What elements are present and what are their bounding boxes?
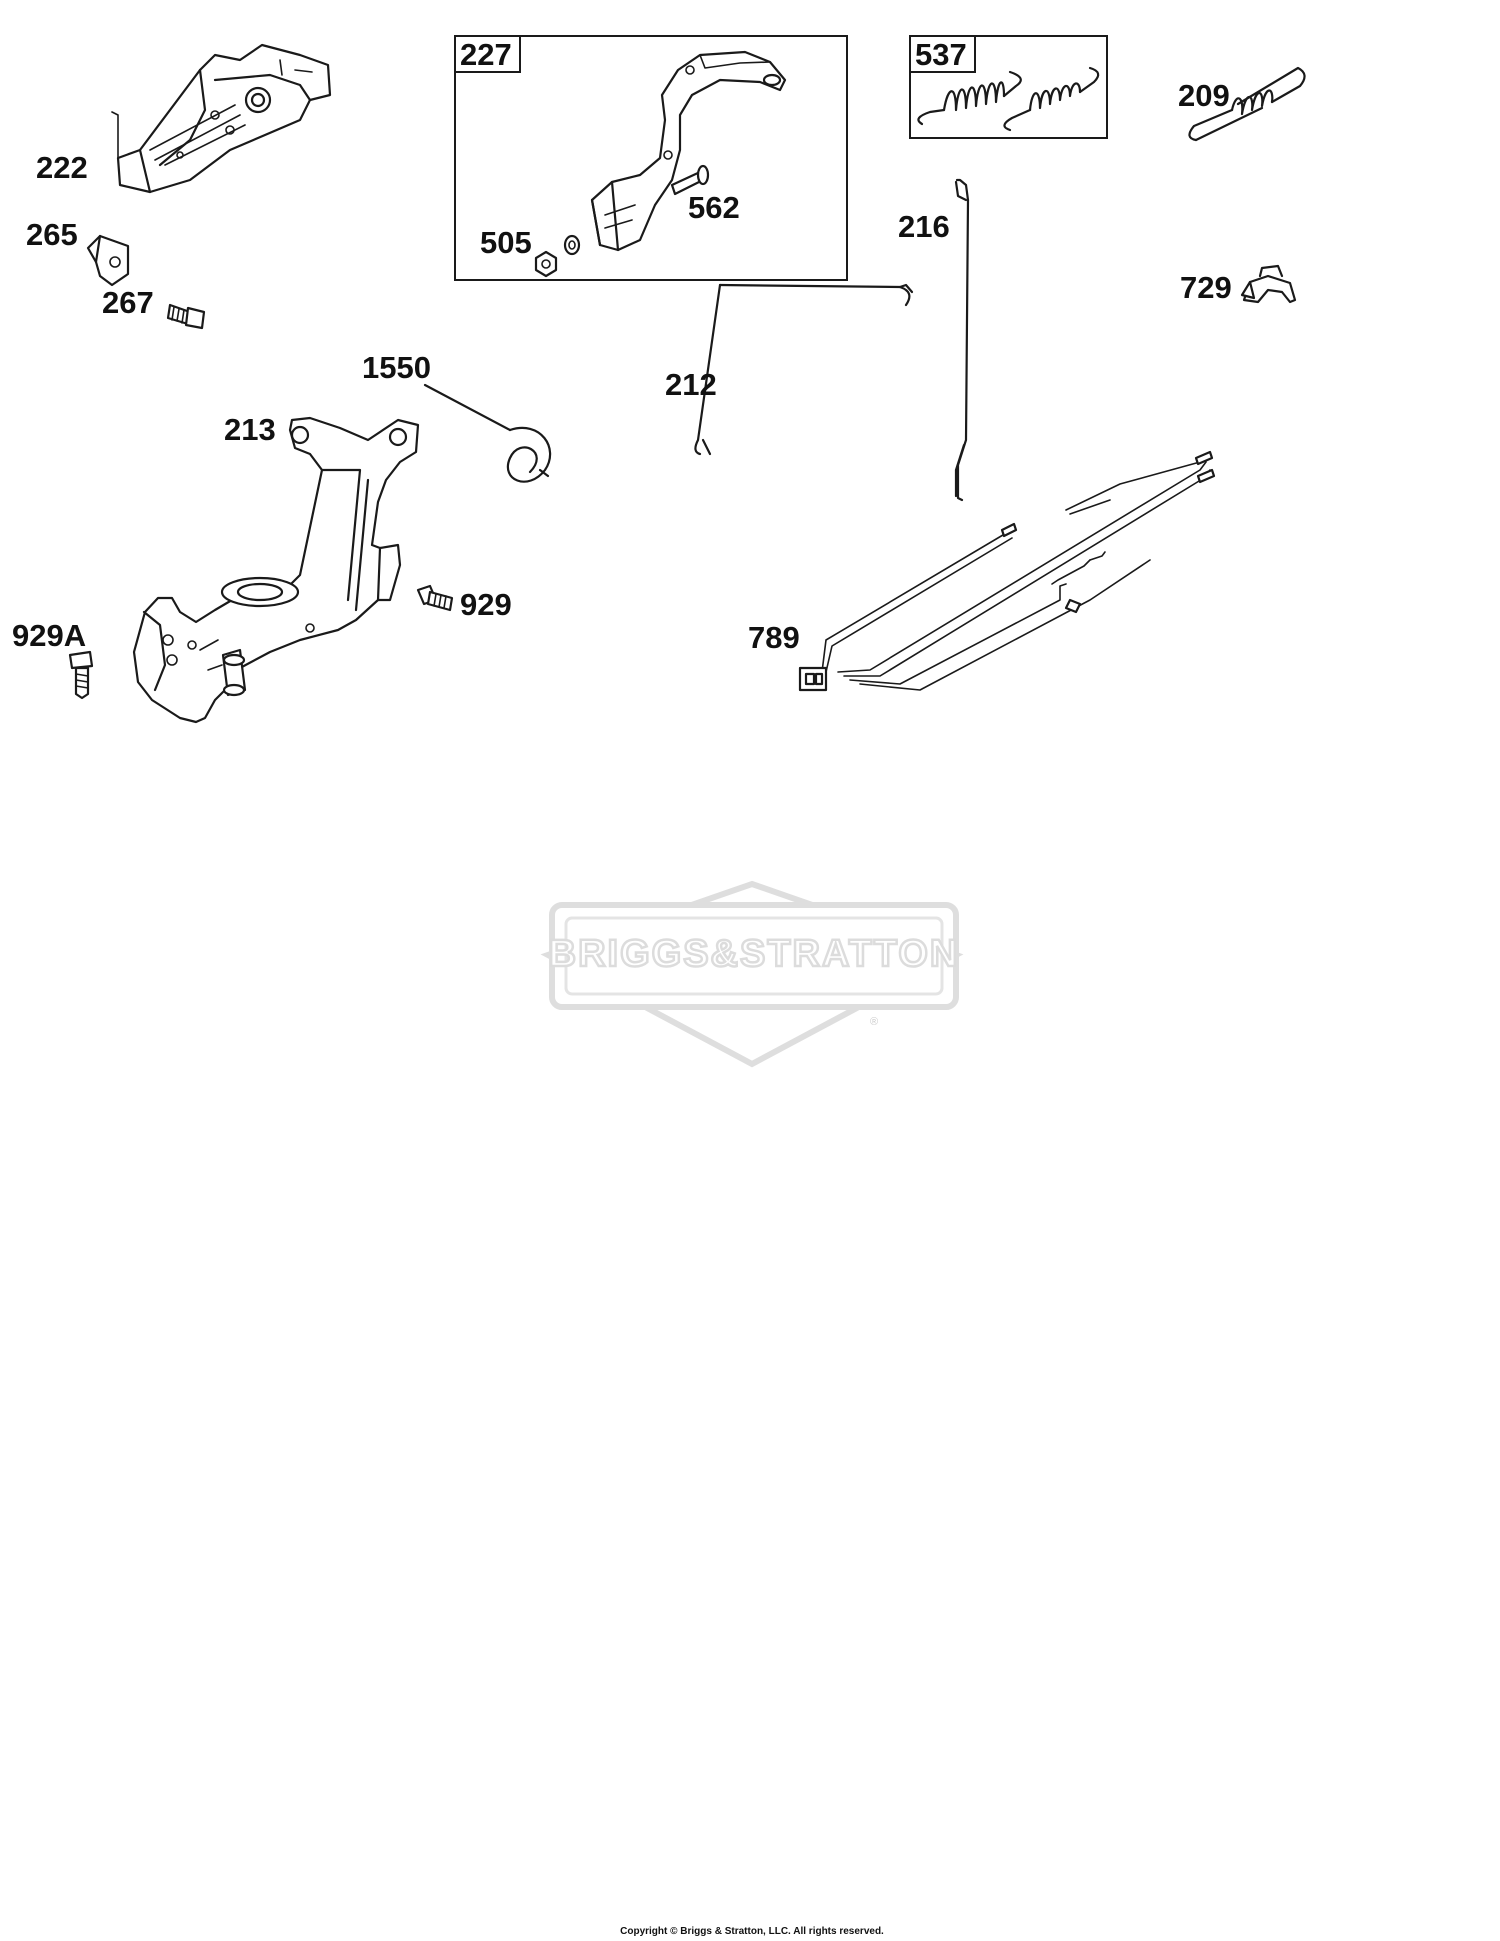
part-789-drawing[interactable] <box>798 450 1216 692</box>
part-227-tag <box>454 35 521 73</box>
part-label-209[interactable]: 209 <box>1178 78 1230 113</box>
part-label-213[interactable]: 213 <box>224 412 276 447</box>
part-929-drawing[interactable] <box>416 584 454 612</box>
part-label-267[interactable]: 267 <box>102 285 154 320</box>
watermark-registered-mark: ® <box>870 1016 878 1028</box>
part-222-drawing[interactable] <box>111 43 332 194</box>
part-562-pin-drawing[interactable] <box>670 164 710 196</box>
watermark-text: BRIGGS&STRATTON <box>549 933 960 975</box>
part-label-505[interactable]: 505 <box>480 225 532 260</box>
part-227-lever-drawing[interactable] <box>590 50 787 252</box>
part-1550-drawing[interactable] <box>423 383 552 483</box>
part-label-212[interactable]: 212 <box>665 367 717 402</box>
part-537-tag <box>909 35 976 73</box>
part-505-nut-washer-drawing[interactable] <box>534 234 581 278</box>
part-209-drawing[interactable] <box>1188 66 1306 142</box>
part-label-537[interactable]: 537 <box>915 37 967 72</box>
part-265-drawing[interactable] <box>86 234 130 287</box>
part-729-drawing[interactable] <box>1240 264 1297 304</box>
part-537-spring-large-drawing[interactable] <box>917 70 1022 126</box>
part-267-drawing[interactable] <box>166 303 206 330</box>
part-537-box <box>909 35 1108 139</box>
part-212-drawing[interactable] <box>694 283 914 456</box>
part-227-box <box>454 35 848 281</box>
part-216-drawing[interactable] <box>954 178 970 502</box>
part-label-1550[interactable]: 1550 <box>362 350 431 385</box>
part-label-222[interactable]: 222 <box>36 150 88 185</box>
part-label-265[interactable]: 265 <box>26 217 78 252</box>
part-label-729[interactable]: 729 <box>1180 270 1232 305</box>
part-537-spring-small-drawing[interactable] <box>1003 66 1100 132</box>
part-label-227[interactable]: 227 <box>460 37 512 72</box>
part-label-216[interactable]: 216 <box>898 209 950 244</box>
part-label-562[interactable]: 562 <box>688 190 740 225</box>
part-213-drawing[interactable] <box>132 416 420 724</box>
part-929a-drawing[interactable] <box>68 650 94 700</box>
part-label-789[interactable]: 789 <box>748 620 800 655</box>
briggs-stratton-watermark: BRIGGS&STRATTON ® <box>540 880 964 1068</box>
part-label-929[interactable]: 929 <box>460 587 512 622</box>
part-label-929a[interactable]: 929A <box>12 618 86 653</box>
copyright-notice: Copyright © Briggs & Stratton, LLC. All … <box>620 1926 884 1937</box>
